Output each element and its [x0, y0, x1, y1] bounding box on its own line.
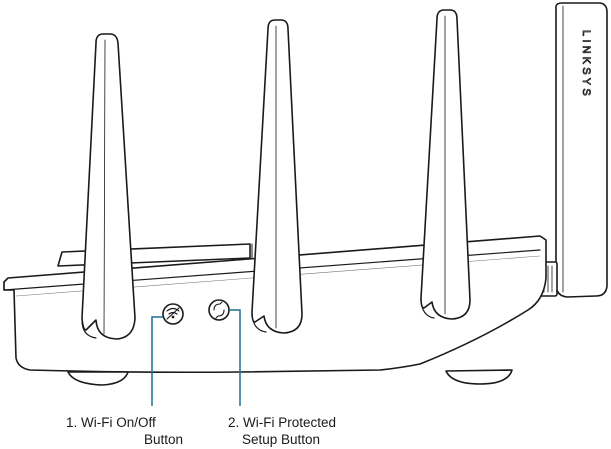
callout-label-wifi-button: 1. Wi-Fi On/Off Button [66, 414, 186, 448]
wifi-off-icon [166, 307, 180, 320]
wps-icon [213, 301, 225, 319]
rear-antenna-panel [539, 2, 608, 298]
callout-lines [151, 309, 241, 406]
callout-line-1 [151, 316, 163, 406]
antenna-2 [251, 19, 303, 334]
antenna-1 [81, 33, 136, 340]
wps-button [208, 299, 230, 321]
callout-2-line-2: Setup Button [242, 432, 321, 447]
linksys-logo: LINKSYS [580, 30, 593, 100]
antenna-3 [420, 9, 471, 320]
router-feet [67, 369, 513, 386]
callout-2-line-1: 2. Wi-Fi Protected [228, 415, 337, 430]
callout-line-2 [229, 309, 241, 406]
linksys-logo-text: LINKSYS [580, 30, 592, 99]
wifi-button [162, 303, 184, 325]
callout-1-line-1: 1. Wi-Fi On/Off [66, 415, 156, 430]
callout-label-wps-button: 2. Wi-Fi Protected Setup Button [228, 414, 378, 448]
callout-1-line-2: Button [144, 432, 184, 447]
